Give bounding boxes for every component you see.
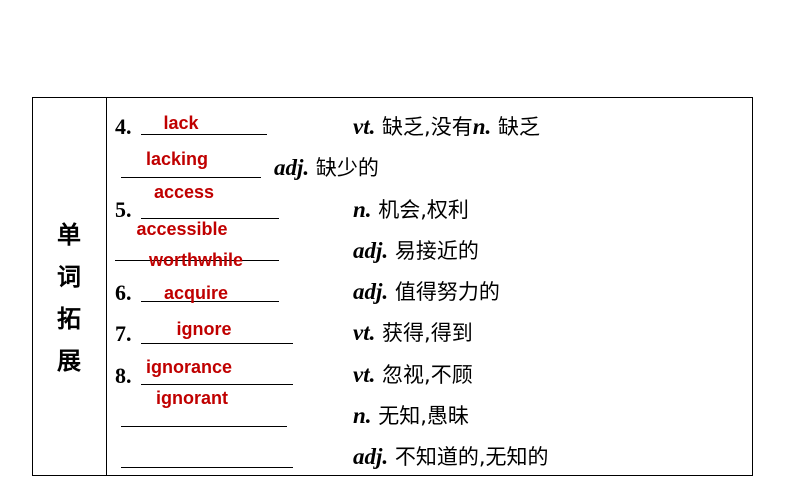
- blank-line-empty: [121, 467, 293, 468]
- item-number-7: 7.: [115, 321, 132, 346]
- section-label-char-1: 单: [57, 221, 81, 249]
- blank-line-ignore: [141, 343, 293, 344]
- answer-accessible: accessible: [136, 219, 228, 239]
- meaning-cn: 缺少的: [309, 156, 379, 180]
- meaning-cn: 值得努力的: [388, 280, 500, 304]
- meaning-cn: 获得,得到: [375, 321, 473, 345]
- column-divider: [106, 97, 107, 476]
- pos-adj: adj.: [353, 238, 389, 263]
- answer-ignore: ignore: [176, 319, 232, 339]
- meaning-cn: 忽视,不顾: [375, 363, 473, 387]
- section-label-char-2: 词: [57, 263, 81, 291]
- definition-ignorance: n. 无知,愚昧: [353, 403, 469, 429]
- definition-access: n. 机会,权利: [353, 197, 469, 223]
- blank-line-ignorant: [121, 426, 287, 427]
- blank-line-ignorance: [141, 384, 293, 385]
- item-number-8: 8.: [115, 363, 132, 388]
- section-label: 单 词 拓 展: [52, 214, 86, 382]
- pos-adj: adj.: [353, 279, 389, 304]
- pos-adj: adj.: [353, 444, 389, 469]
- item-number-6: 6.: [115, 280, 132, 305]
- answer-acquire: acquire: [163, 283, 229, 303]
- definition-acquire: vt. 获得,得到: [353, 320, 473, 346]
- answer-lack: lack: [163, 113, 199, 133]
- answer-access: access: [153, 182, 215, 202]
- pos-n: n.: [353, 197, 372, 222]
- pos-vt: vt.: [353, 362, 376, 387]
- blank-line-access: [141, 218, 279, 219]
- pos-vt: vt.: [353, 320, 376, 345]
- pos-vt: vt.: [353, 114, 376, 139]
- meaning-cn: 缺乏,没有: [375, 115, 473, 139]
- meaning-cn: 不知道的,无知的: [388, 445, 549, 469]
- definition-ignorant: adj. 不知道的,无知的: [353, 444, 549, 470]
- definition-accessible: adj. 易接近的: [353, 238, 479, 264]
- answer-ignorance: ignorance: [145, 357, 233, 377]
- item-number-4: 4.: [115, 114, 132, 139]
- pos-n: n.: [472, 114, 492, 139]
- definition-lacking: adj. 缺少的: [274, 155, 379, 181]
- blank-line-lacking: [121, 177, 261, 178]
- item-number-5: 5.: [115, 197, 132, 222]
- meaning-cn: 易接近的: [388, 239, 479, 263]
- section-label-char-3: 拓: [57, 305, 81, 333]
- section-label-char-4: 展: [57, 347, 81, 375]
- meaning-cn: 无知,愚昧: [371, 404, 469, 428]
- meaning-cn: 机会,权利: [371, 198, 469, 222]
- blank-line-lack: [141, 134, 267, 135]
- blank-line-acquire: [141, 301, 279, 302]
- answer-lacking: lacking: [145, 149, 209, 169]
- vocab-table: [32, 97, 753, 476]
- answer-worthwhile: worthwhile: [149, 250, 243, 270]
- definition-ignore: vt. 忽视,不顾: [353, 362, 473, 388]
- definition-lack: vt. 缺乏,没有n. 缺乏: [353, 114, 540, 140]
- pos-n: n.: [353, 403, 372, 428]
- blank-line-accessible: [115, 260, 279, 261]
- meaning-cn-2: 缺乏: [491, 115, 540, 139]
- definition-worthwhile: adj. 值得努力的: [353, 279, 500, 305]
- pos-adj: adj.: [274, 155, 310, 180]
- answer-ignorant: ignorant: [156, 388, 228, 408]
